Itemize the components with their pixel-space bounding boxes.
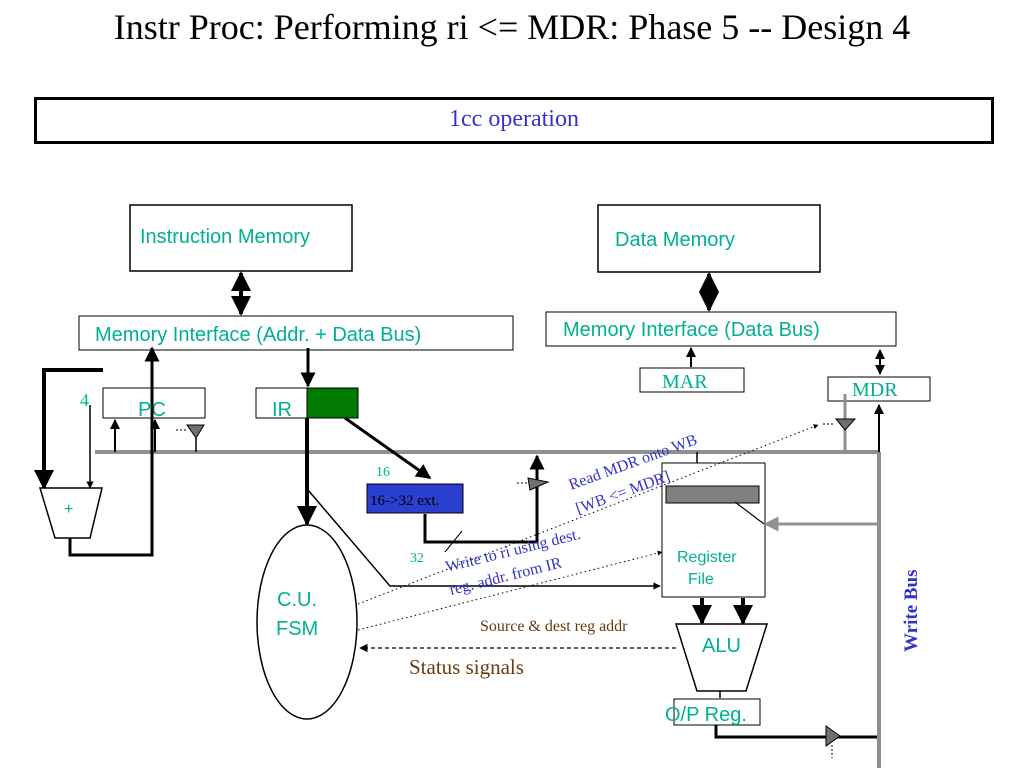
cu-write-ri-signal bbox=[357, 550, 663, 631]
const-4-label: 4 bbox=[80, 390, 89, 410]
adder-unit: + bbox=[38, 487, 103, 539]
memory-interface-right-label: Memory Interface (Data Bus) bbox=[563, 319, 820, 341]
regfile-label-line2: File bbox=[688, 571, 714, 588]
data-memory-label: Data Memory bbox=[615, 229, 735, 251]
ir-to-ext-arrow bbox=[344, 416, 432, 480]
alu-label: ALU bbox=[702, 635, 741, 657]
alu-unit: ALU bbox=[674, 623, 769, 692]
width-32-slash bbox=[444, 530, 463, 553]
adder-feedback-line bbox=[34, 368, 103, 490]
banner-text: 1cc operation bbox=[449, 106, 579, 132]
register-file: Register File bbox=[661, 462, 766, 598]
ext-tristate bbox=[517, 477, 550, 491]
data-memory-block: Data Memory bbox=[597, 204, 821, 273]
cu-label-line2: FSM bbox=[276, 618, 318, 640]
ir-label: IR bbox=[272, 399, 292, 421]
pc-register: PC bbox=[102, 387, 206, 421]
register-ri-row bbox=[665, 485, 760, 504]
ext-label: 16->32 ext. bbox=[370, 493, 439, 509]
write-bus-label: Write Bus bbox=[901, 569, 922, 652]
operation-banner: 1cc operation bbox=[34, 97, 994, 144]
instruction-memory-block: Instruction Memory bbox=[129, 204, 353, 272]
width-16-label: 16 bbox=[376, 465, 390, 480]
cu-read-mdr-signal bbox=[357, 424, 819, 605]
memory-interface-left-label: Memory Interface (Addr. + Data Bus) bbox=[95, 324, 421, 346]
regfile-write-pointer bbox=[734, 501, 765, 525]
control-unit-fsm: C.U. FSM bbox=[256, 524, 358, 720]
ir-to-regfile-addr-line bbox=[307, 489, 661, 590]
source-dest-annotation: Source & dest reg addr bbox=[480, 618, 628, 635]
width-32-label: 32 bbox=[410, 551, 424, 566]
mdr-label: MDR bbox=[852, 379, 898, 401]
mar-label: MAR bbox=[662, 371, 708, 393]
ir-opcode-field bbox=[306, 387, 359, 419]
sign-extend-unit: 16->32 ext. bbox=[366, 483, 464, 514]
instruction-memory-label: Instruction Memory bbox=[140, 226, 310, 248]
memory-interface-left: Memory Interface (Addr. + Data Bus) bbox=[78, 315, 514, 351]
regfile-label-line1: Register bbox=[677, 549, 737, 566]
output-register: O/P Reg. bbox=[665, 698, 761, 726]
opreg-to-writebus-line bbox=[714, 725, 877, 739]
op-reg-label: O/P Reg. bbox=[665, 704, 747, 726]
adder-label: + bbox=[64, 501, 73, 518]
cu-label-line1: C.U. bbox=[277, 589, 317, 611]
mar-register: MAR bbox=[639, 367, 745, 393]
ir-register: IR bbox=[255, 387, 359, 421]
status-signals-annotation: Status signals bbox=[409, 655, 524, 679]
memory-interface-right: Memory Interface (Data Bus) bbox=[545, 311, 897, 347]
pc-tristate bbox=[176, 424, 205, 452]
pc-address-line bbox=[68, 346, 160, 557]
opreg-tristate bbox=[825, 725, 841, 758]
ext-to-bus-line bbox=[423, 454, 545, 544]
mdr-tristate bbox=[823, 418, 857, 431]
slide-title: Instr Proc: Performing ri <= MDR: Phase … bbox=[113, 7, 911, 47]
mdr-register: MDR bbox=[827, 376, 931, 402]
